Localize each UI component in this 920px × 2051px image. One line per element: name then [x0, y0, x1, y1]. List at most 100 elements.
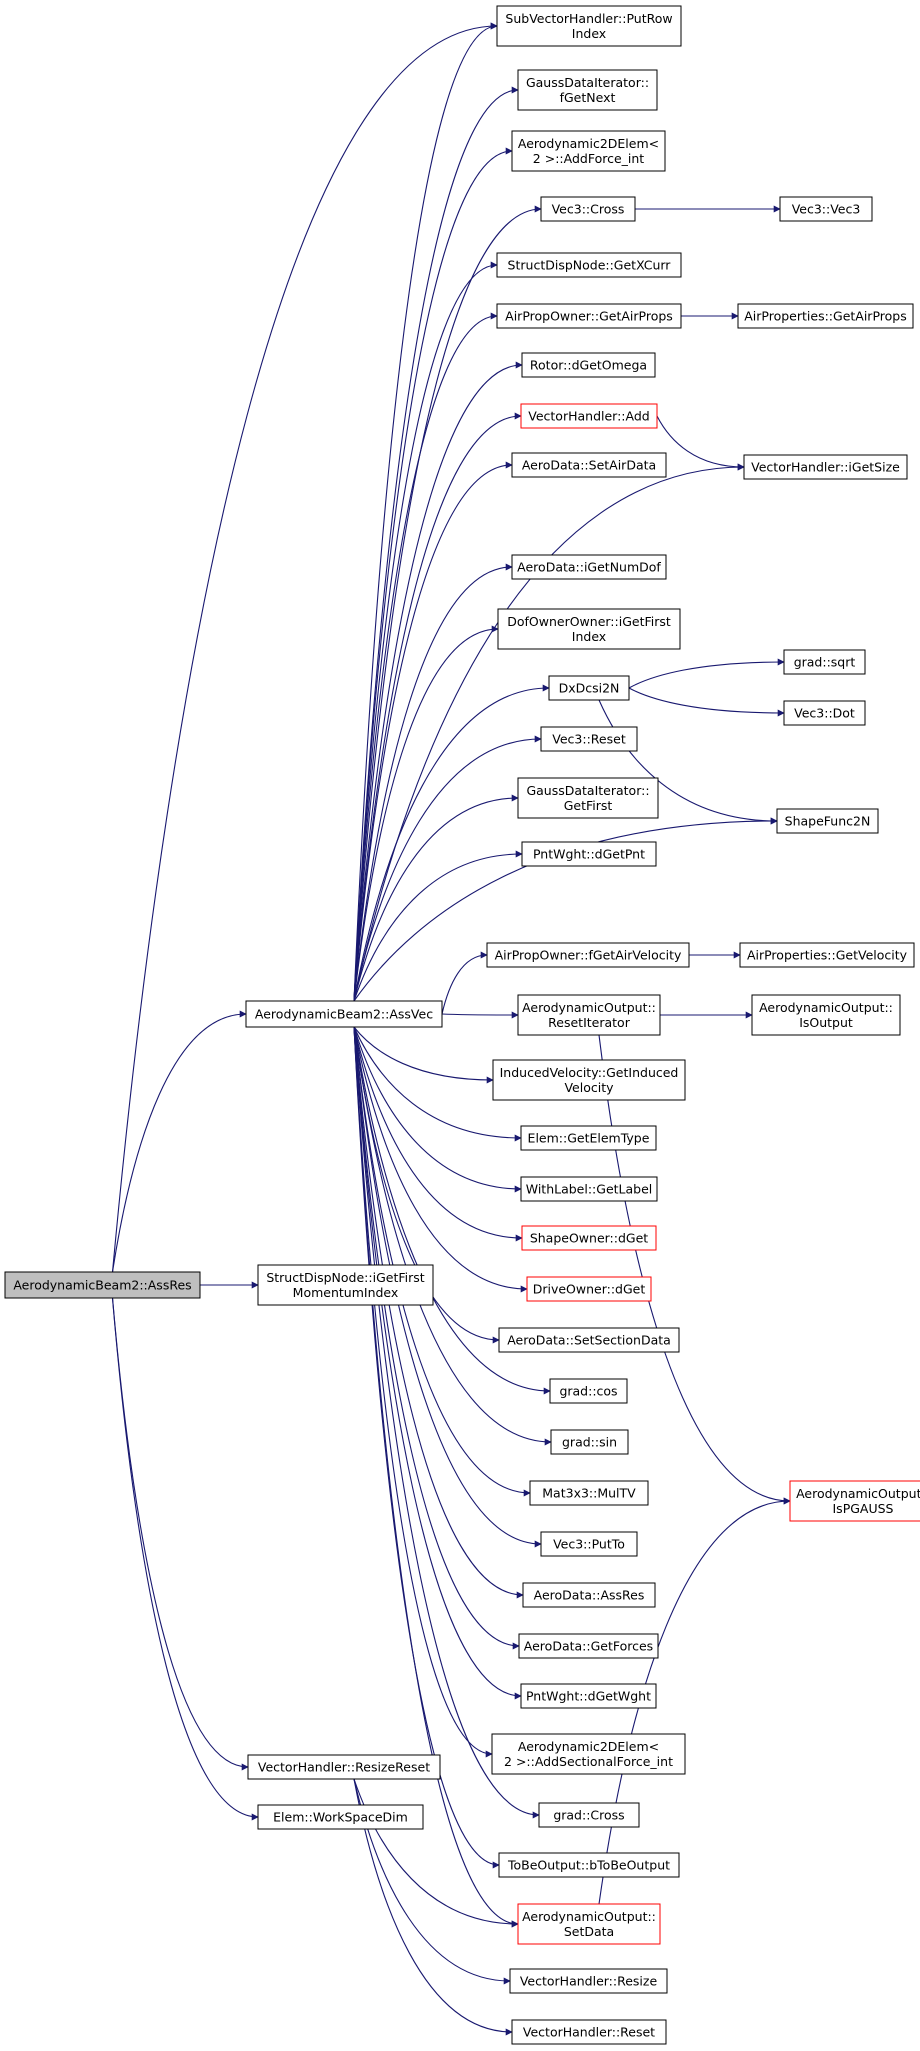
node-vhreset[interactable]: VectorHandler::Reset: [511, 2019, 667, 2045]
node-label: Aerodynamic2DElem<: [518, 136, 659, 151]
node-box: [517, 994, 661, 1036]
node-setsection[interactable]: AeroData::SetSectionData: [498, 1327, 680, 1353]
node-box: [548, 675, 630, 701]
node-getxcurr[interactable]: StructDispNode::GetXCurr: [496, 252, 682, 278]
node-label: AirPropOwner::GetAirProps: [505, 309, 673, 324]
node-box: [521, 841, 657, 867]
node-box: [751, 994, 901, 1036]
node-shapefunc[interactable]: ShapeFunc2N: [776, 808, 879, 834]
edge-assvec-to-aeroassres: [353, 1026, 524, 1599]
node-label: Vec3::Vec3: [792, 202, 861, 217]
edge-root-to-putrowindex: [111, 22, 498, 1273]
node-fgetnext[interactable]: GaussDataIterator::fGetNext: [517, 69, 658, 111]
node-label: VectorHandler::iGetSize: [751, 460, 900, 475]
node-btobeoutput[interactable]: ToBeOutput::bToBeOutput: [498, 1852, 680, 1878]
edge-assvec-to-addsectional: [353, 1026, 493, 1758]
node-label: VectorHandler::Reset: [523, 2025, 655, 2040]
node-aeroassres[interactable]: AeroData::AssRes: [522, 1582, 656, 1608]
node-box: [522, 1582, 656, 1608]
node-assvec[interactable]: AerodynamicBeam2::AssVec: [245, 1000, 443, 1028]
node-igetsize[interactable]: VectorHandler::iGetSize: [743, 454, 908, 480]
node-label: ToBeOutput::bToBeOutput: [507, 1858, 670, 1873]
node-gradsin[interactable]: grad::sin: [550, 1429, 629, 1455]
node-resizereset[interactable]: VectorHandler::ResizeReset: [247, 1754, 441, 1780]
node-dgetomega[interactable]: Rotor::dGetOmega: [521, 352, 656, 378]
node-box: [526, 1276, 652, 1302]
node-label: AerodynamicOutput::: [796, 1486, 920, 1501]
node-vhresize[interactable]: VectorHandler::Resize: [509, 1968, 668, 1994]
node-box: [517, 777, 659, 819]
node-multv[interactable]: Mat3x3::MulTV: [529, 1480, 649, 1506]
node-workspacedim[interactable]: Elem::WorkSpaceDim: [257, 1804, 424, 1830]
node-vhadd[interactable]: VectorHandler::Add: [520, 403, 658, 429]
node-box: [776, 808, 879, 834]
node-ispgauss[interactable]: AerodynamicOutput::IsPGAUSS: [789, 1480, 920, 1522]
node-igetnumdof[interactable]: AeroData::iGetNumDof: [511, 554, 667, 580]
node-box: [498, 1852, 680, 1878]
node-getairprops[interactable]: AirPropOwner::GetAirProps: [496, 303, 682, 329]
node-dgetpnt[interactable]: PntWght::dGetPnt: [521, 841, 657, 867]
node-addforceint[interactable]: Aerodynamic2DElem<2 >::AddForce_int: [511, 130, 666, 172]
node-vec3vec3[interactable]: Vec3::Vec3: [779, 196, 873, 222]
edge-assvec-to-fgetairvel: [441, 951, 488, 1015]
node-putto[interactable]: Vec3::PutTo: [540, 1531, 638, 1557]
node-label: Vec3::Cross: [552, 202, 625, 217]
node-box: [521, 1225, 657, 1251]
node-resetiter[interactable]: AerodynamicOutput::ResetIterator: [517, 994, 661, 1036]
edge-root-to-resizereset: [111, 1297, 249, 1771]
node-vecreset[interactable]: Vec3::Reset: [540, 726, 638, 752]
edge-assvec-to-getxcurr: [353, 261, 498, 1002]
node-getlabel[interactable]: WithLabel::GetLabel: [520, 1176, 658, 1202]
node-dgetwght[interactable]: PntWght::dGetWght: [520, 1683, 657, 1709]
node-label: StructDispNode::GetXCurr: [508, 258, 672, 273]
node-addsectional[interactable]: Aerodynamic2DElem<2 >::AddSectionalForce…: [491, 1733, 686, 1775]
node-gradsqrt[interactable]: grad::sqrt: [783, 649, 866, 675]
node-getforces[interactable]: AeroData::GetForces: [518, 1633, 659, 1659]
node-box: [497, 608, 681, 650]
node-label: AerodynamicOutput::: [522, 1909, 656, 1924]
node-box: [517, 69, 658, 111]
node-root[interactable]: AerodynamicBeam2::AssRes: [4, 1271, 201, 1299]
node-label: MomentumIndex: [293, 1285, 399, 1300]
edges: [111, 22, 791, 2036]
node-vec3dot[interactable]: Vec3::Dot: [783, 700, 866, 726]
node-label: Rotor::dGetOmega: [530, 358, 647, 373]
node-fgetairvel[interactable]: AirPropOwner::fGetAirVelocity: [486, 942, 690, 968]
node-setairdata[interactable]: AeroData::SetAirData: [511, 452, 667, 478]
node-setdata[interactable]: AerodynamicOutput::SetData: [517, 1903, 661, 1945]
node-getfirst[interactable]: GaussDataIterator::GetFirst: [517, 777, 659, 819]
edge-assvec-to-getfirst: [353, 794, 519, 1002]
node-isoutput[interactable]: AerodynamicOutput::IsOutput: [751, 994, 901, 1036]
edge-assvec-to-dxdcsi2n: [353, 684, 550, 1002]
edge-assvec-to-multv: [353, 1026, 531, 1497]
node-label: grad::cos: [559, 1384, 617, 1399]
edge-vhadd-to-igetsize: [656, 415, 745, 471]
node-label: Elem::WorkSpaceDim: [273, 1810, 408, 1825]
node-box: [520, 403, 658, 429]
node-apgetvel[interactable]: AirProperties::GetVelocity: [739, 942, 915, 968]
edge-assvec-to-gradsin: [353, 1026, 552, 1446]
node-getelemtype[interactable]: Elem::GetElemType: [520, 1125, 657, 1151]
node-cross[interactable]: Vec3::Cross: [540, 196, 636, 222]
node-label: AeroData::SetAirData: [522, 458, 656, 473]
node-driveowner[interactable]: DriveOwner::dGet: [526, 1276, 652, 1302]
node-shapeowner[interactable]: ShapeOwner::dGet: [521, 1225, 657, 1251]
edge-assvec-to-putrowindex: [353, 22, 498, 1002]
node-box: [550, 1429, 629, 1455]
node-dxdcsi2n[interactable]: DxDcsi2N: [548, 675, 630, 701]
node-gradcos[interactable]: grad::cos: [549, 1378, 628, 1404]
node-box: [520, 1176, 658, 1202]
node-label: AirProperties::GetVelocity: [747, 948, 908, 963]
node-box: [257, 1804, 424, 1830]
node-label: Elem::GetElemType: [528, 1131, 650, 1146]
node-apgetairprops[interactable]: AirProperties::GetAirProps: [737, 303, 914, 329]
node-box: [509, 1968, 668, 1994]
node-label: Aerodynamic2DElem<: [518, 1739, 659, 1754]
edge-assvec-to-driveowner: [353, 1026, 528, 1293]
node-gradcross[interactable]: grad::Cross: [538, 1802, 640, 1828]
